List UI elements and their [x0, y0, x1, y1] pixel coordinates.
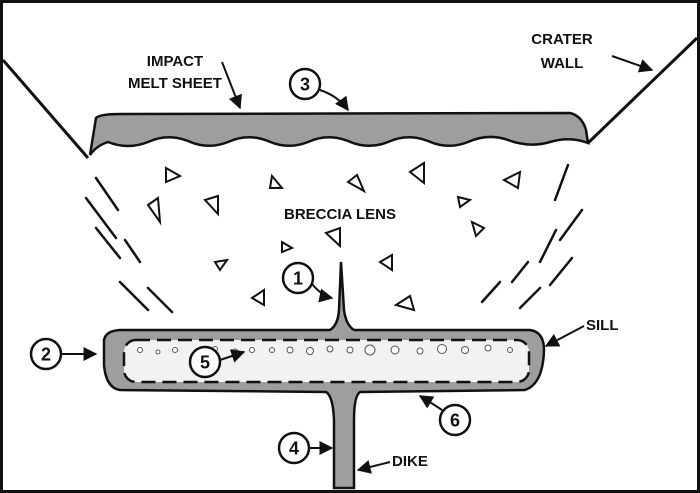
- crater-wall-arrow: [611, 55, 654, 73]
- dike-arrow: [356, 460, 391, 474]
- sill-arrow: [544, 325, 585, 347]
- svg-text:5: 5: [200, 353, 210, 373]
- svg-text:6: 6: [450, 411, 460, 431]
- impact-melt-label-1: IMPACT: [147, 53, 203, 70]
- marker-3: 3: [288, 67, 349, 112]
- impact-melt-arrow: [221, 61, 242, 110]
- sill-label: SILL: [586, 317, 619, 334]
- svg-text:2: 2: [41, 345, 51, 365]
- svg-text:1: 1: [293, 269, 303, 289]
- crater-wall-label-1: CRATER: [531, 31, 593, 48]
- crater-wall-label-2: WALL: [541, 55, 584, 72]
- svg-text:4: 4: [289, 439, 299, 459]
- marker-5: 5: [188, 345, 246, 379]
- breccia-lens-label: BRECCIA LENS: [284, 206, 396, 223]
- fracture-lines-right: [480, 163, 584, 310]
- fracture-lines-left: [84, 176, 174, 314]
- crater-wall-left: [1, 59, 90, 159]
- impact-melt-sheet: [88, 111, 590, 156]
- marker-1: 1: [281, 261, 334, 303]
- sill-dashed-margin: [122, 338, 531, 384]
- dike-label: DIKE: [392, 453, 428, 470]
- marker-4: 4: [277, 431, 334, 465]
- sill-interior: [124, 340, 529, 382]
- impact-melt-label-2: MELT SHEET: [128, 75, 222, 92]
- svg-text:3: 3: [300, 75, 310, 95]
- breccia-clasts: [146, 161, 522, 312]
- crater-wall-right: [586, 36, 699, 145]
- label-arrows: [221, 55, 654, 474]
- marker-6: 6: [418, 395, 472, 437]
- marker-2: 2: [29, 337, 98, 371]
